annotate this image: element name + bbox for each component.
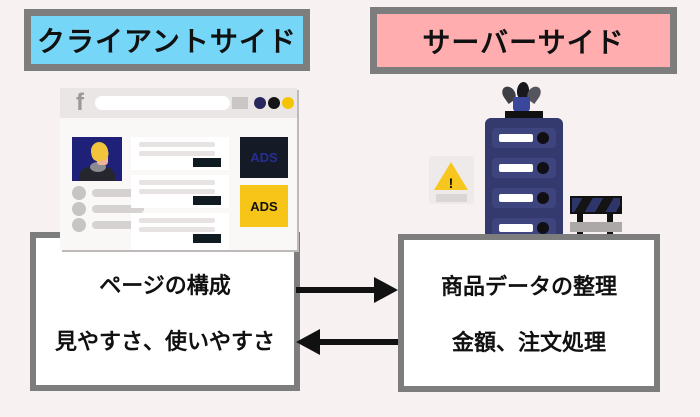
list-bullet-icon — [72, 186, 86, 200]
list-text-placeholder — [92, 189, 144, 197]
window-dot-black-icon — [268, 97, 280, 109]
arrow-right-icon — [296, 277, 398, 303]
slot-label-bar — [499, 134, 533, 142]
road-barrier-icon — [570, 196, 622, 214]
list-text-placeholder — [92, 205, 144, 213]
server-rack-icon — [485, 118, 563, 238]
server-role-box: 商品データの整理 金額、注文処理 — [398, 234, 660, 392]
slot-label-bar — [499, 194, 533, 202]
barrier-crossbar — [570, 222, 622, 232]
server-side-title: サーバーサイド — [422, 26, 625, 58]
arrow-left-icon — [296, 329, 398, 355]
plant-pot-icon — [513, 97, 530, 112]
list-bullet-icon — [72, 218, 86, 232]
browser-topbar: f — [60, 88, 297, 118]
ad-box-yellow: ADS — [240, 185, 288, 227]
arrow-right-head — [374, 277, 398, 303]
list-text-placeholder — [92, 221, 144, 229]
arrow-right-shaft — [296, 287, 376, 293]
warning-triangle-icon: ! — [434, 162, 468, 190]
client-role-line2: 見やすさ、使いやすさ — [54, 328, 275, 354]
feed-card — [131, 175, 229, 208]
server-slot — [492, 128, 556, 148]
client-side-title: クライアントサイド — [37, 26, 297, 57]
avatar-collar — [90, 162, 106, 172]
slot-knob-icon — [537, 162, 549, 174]
window-dot-navy-icon — [254, 97, 266, 109]
client-side-header: クライアントサイド — [24, 9, 310, 71]
slot-knob-icon — [537, 132, 549, 144]
ad-box-dark: ADS — [240, 137, 288, 178]
list-bullet-icon — [72, 202, 86, 216]
card-text-line — [139, 218, 215, 223]
window-dot-yellow-icon — [282, 97, 294, 109]
server-slot — [492, 158, 556, 178]
card-text-line — [139, 142, 215, 147]
client-role-box: ページの構成 見やすさ、使いやすさ — [30, 232, 300, 391]
warning-sign: ! — [429, 156, 474, 204]
sidebar-list-item — [72, 218, 146, 232]
card-text-line — [139, 151, 215, 156]
server-slot — [492, 218, 556, 238]
avatar-body — [79, 167, 115, 181]
ad-dark-label: ADS — [250, 150, 278, 165]
feed-card — [131, 213, 229, 250]
card-text-line — [139, 227, 215, 232]
card-button — [193, 158, 221, 167]
slot-label-bar — [499, 224, 533, 232]
facebook-logo-icon: f — [76, 89, 84, 116]
slot-knob-icon — [537, 192, 549, 204]
card-text-line — [139, 189, 215, 194]
server-rack-lid — [505, 111, 543, 119]
server-role-line2: 金額、注文処理 — [451, 330, 606, 355]
sidebar-list-item — [72, 186, 146, 200]
slot-knob-icon — [537, 222, 549, 234]
slot-label-bar — [499, 164, 533, 172]
sidebar-list-item — [72, 202, 146, 216]
card-button — [193, 196, 221, 205]
client-role-line1: ページの構成 — [99, 272, 231, 298]
server-role-line1: 商品データの整理 — [440, 274, 617, 299]
arrow-left-head — [296, 329, 320, 355]
card-text-line — [139, 180, 215, 185]
warning-sign-base — [436, 194, 467, 202]
server-slot — [492, 188, 556, 208]
warning-exclamation: ! — [448, 175, 454, 191]
server-side-header: サーバーサイド — [370, 7, 677, 74]
ad-yellow-label: ADS — [250, 198, 278, 214]
search-bar — [95, 96, 230, 110]
arrow-left-shaft — [318, 339, 398, 345]
topbar-chip — [232, 97, 248, 109]
profile-avatar — [72, 137, 122, 181]
card-button — [193, 234, 221, 243]
feed-card — [131, 137, 229, 170]
browser-mockup: f — [60, 88, 297, 250]
